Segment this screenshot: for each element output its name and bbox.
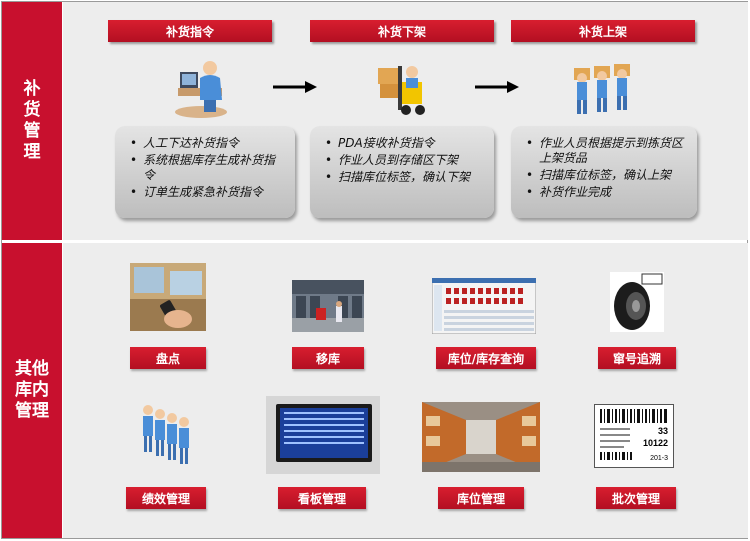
function-dashboard-management: 看板管理 <box>278 487 366 509</box>
handheld-scanner-photo <box>130 263 206 331</box>
step-2-header: 补货下架 <box>310 20 494 42</box>
step-3-bullet: 扫描库位标签，确认上架 <box>526 168 687 183</box>
step-2-bullet: 作业人员到存储区下架 <box>325 153 484 168</box>
section-replenishment-label: 补 货 管 理 <box>23 79 41 162</box>
step-1-description: 人工下达补货指令 系统根据库存生成补货指令 订单生成紧急补货指令 <box>115 126 295 218</box>
function-serial-traceability: 窜号追溯 <box>598 347 676 369</box>
dashboard-monitor-photo <box>266 396 380 474</box>
barcode-label-image: 33 10122 201-3 <box>594 404 674 468</box>
warehouse-forklift-photo <box>292 280 364 332</box>
step-1-bullet: 订单生成紧急补货指令 <box>130 185 285 200</box>
function-batch-management: 批次管理 <box>596 487 676 509</box>
step-2-bullet: 扫描库位标签，确认下架 <box>325 170 484 185</box>
step-1-header: 补货指令 <box>108 20 272 42</box>
inventory-query-screenshot <box>432 278 536 334</box>
section-replenishment: 补 货 管 理 <box>2 2 62 240</box>
forklift-worker-icon <box>378 66 425 115</box>
function-location-management: 库位管理 <box>438 487 524 509</box>
step-2-bullet: PDA接收补货指令 <box>325 136 484 151</box>
step-3-bullet: 作业人员根据提示到拣货区上架货品 <box>526 136 687 166</box>
arrow-right-icon <box>273 81 317 93</box>
barcode-label-line2: 10122 <box>643 438 668 448</box>
performance-people-icon <box>143 405 189 464</box>
function-stock-transfer: 移库 <box>292 347 364 369</box>
step-1-bullet: 系统根据库存生成补货指令 <box>130 153 285 183</box>
barcode-label-line3: 201-3 <box>650 455 668 462</box>
function-location-inventory-query: 库位/库存查询 <box>436 347 536 369</box>
step-3-bullet: 补货作业完成 <box>526 185 687 200</box>
function-performance-management: 绩效管理 <box>126 487 206 509</box>
section-other: 其他 库内 管理 <box>2 243 62 538</box>
step-2-description: PDA接收补货指令 作业人员到存储区下架 扫描库位标签，确认下架 <box>310 126 494 218</box>
step-3-description: 作业人员根据提示到拣货区上架货品 扫描库位标签，确认上架 补货作业完成 <box>511 126 697 218</box>
step-1-bullet: 人工下达补货指令 <box>130 136 285 151</box>
workers-carrying-boxes-icon <box>574 64 630 114</box>
function-inventory-count: 盘点 <box>130 347 206 369</box>
warehouse-aisle-photo <box>422 402 540 472</box>
step-3-header: 补货上架 <box>511 20 695 42</box>
tire-photo <box>610 272 664 332</box>
section-other-label: 其他 库内 管理 <box>15 359 49 421</box>
operator-at-computer-icon <box>175 61 227 118</box>
arrow-right-icon <box>475 81 519 93</box>
barcode-label-line1: 33 <box>658 426 668 436</box>
